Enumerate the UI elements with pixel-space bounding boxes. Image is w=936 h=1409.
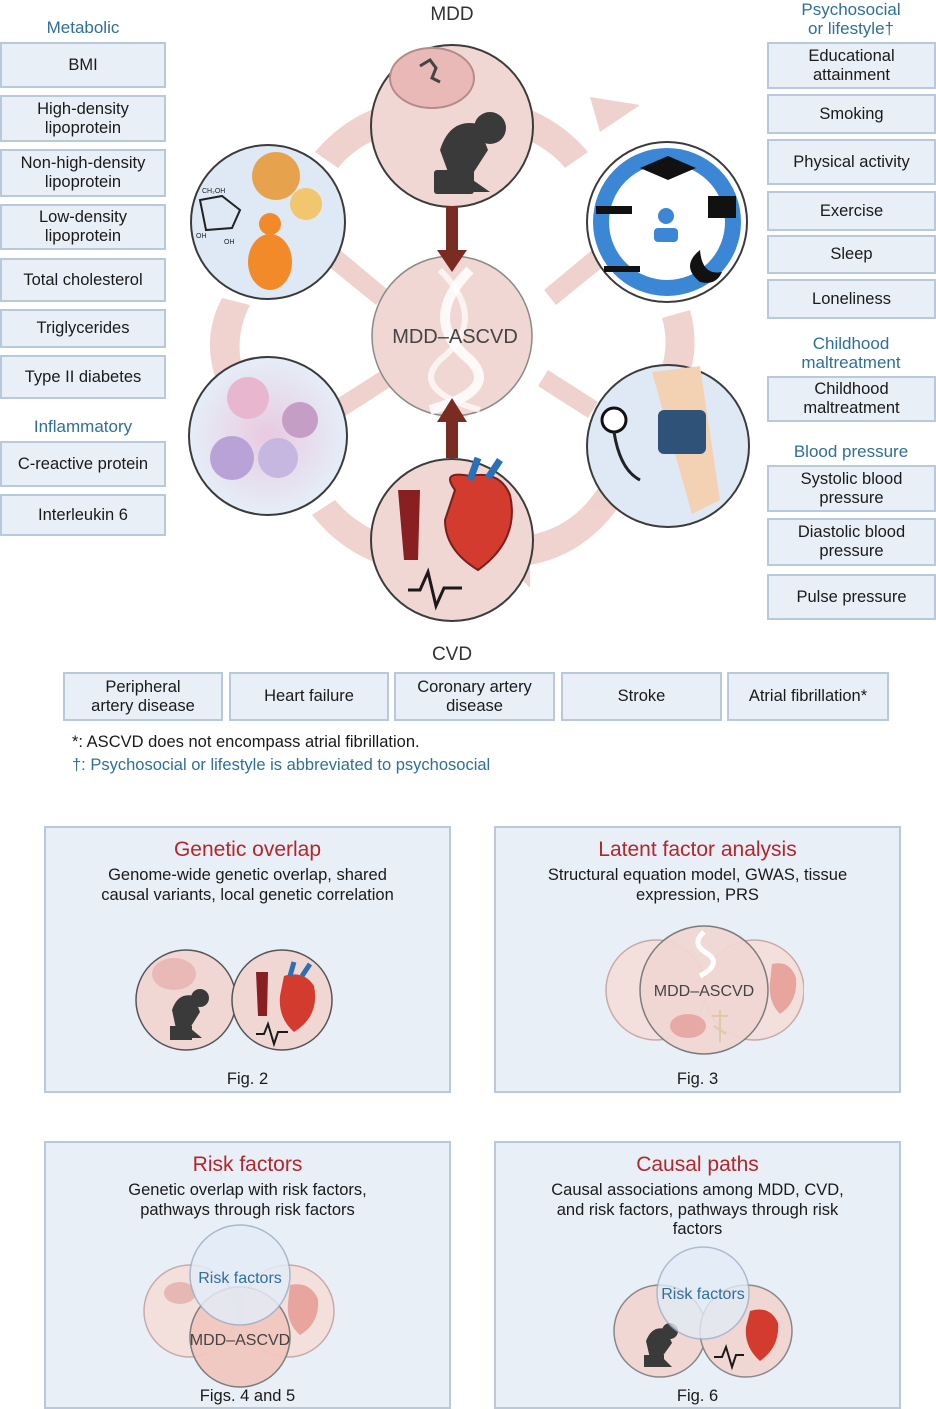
immune-cell-icon — [227, 377, 269, 419]
hub-diagram: CH₂OH OH OH MDD–ASCVD — [188, 44, 750, 622]
factor-crp: C-reactive protein — [0, 441, 166, 487]
factor-physical-activity: Physical activity — [767, 139, 936, 185]
panel-genetic-overlap: Genetic overlap Genome-wide genetic over… — [44, 826, 451, 1093]
inflammatory-header: Inflammatory — [33, 417, 133, 436]
panel-latent-factor: Latent factor analysis Structural equati… — [494, 826, 901, 1093]
artery-icon — [398, 490, 420, 560]
heartbeat-icon — [408, 567, 462, 611]
arrow-cvd-up — [437, 398, 467, 458]
cvd-label: CVD — [431, 644, 473, 665]
user-icon — [658, 208, 674, 224]
panel-fig-ref: Fig. 2 — [226, 1070, 269, 1088]
svg-text:OH: OH — [196, 233, 207, 240]
factor-childhood-maltreatment: Childhood maltreatment — [767, 376, 936, 422]
panel-title: Genetic overlap — [173, 838, 322, 861]
note-dagger: †: Psychosocial or lifestyle is abbrevia… — [72, 756, 491, 774]
speech-icon — [708, 196, 736, 218]
risk-overlay-rf: Risk factors — [198, 1270, 282, 1287]
heart-icon — [279, 974, 316, 1032]
factor-total-cholesterol: Total cholesterol — [0, 258, 166, 302]
factor-pulse-pressure: Pulse pressure — [767, 574, 936, 620]
panel-risk-factors: Risk factors Genetic overlap with risk f… — [44, 1141, 451, 1409]
risk-overlay-mdd: MDD–ASCVD — [190, 1332, 290, 1349]
cvd-atrial-fibrillation: Atrial fibrillation* — [727, 672, 889, 721]
factor-education: Educational attainment — [767, 42, 936, 89]
cvd-circle — [370, 456, 534, 622]
latent-overlay-label: MDD–ASCVD — [654, 983, 754, 1000]
cvd-peripheral-artery: Peripheral artery disease — [63, 672, 223, 721]
panel-subtitle: Causal associations among MDD, CVD, and … — [551, 1181, 844, 1238]
factor-loneliness: Loneliness — [767, 279, 936, 319]
factor-sleep: Sleep — [767, 235, 936, 274]
metabolic-header: Metabolic — [46, 18, 120, 37]
neuron-icon — [712, 1010, 728, 1042]
panel-illustration — [135, 949, 333, 1051]
blood-pressure-circle — [586, 364, 750, 528]
factor-ldl: Low-density lipoprotein — [0, 204, 166, 250]
factor-diastolic-bp: Diastolic blood pressure — [767, 518, 936, 566]
panel-causal-paths: Causal paths Causal associations among M… — [494, 1141, 901, 1409]
factor-hdl: High-density lipoprotein — [0, 95, 166, 142]
moon-icon — [690, 250, 722, 283]
cvd-coronary-artery: Coronary artery disease — [394, 672, 555, 721]
mdd-circle — [370, 44, 534, 208]
dna-icon — [428, 266, 484, 415]
svg-text:CH₂OH: CH₂OH — [202, 188, 225, 195]
heartbeat-icon — [256, 1020, 288, 1048]
fat-cell-icon — [252, 152, 300, 200]
center-label: MDD–ASCVD — [392, 326, 518, 348]
artery-icon — [256, 972, 268, 1016]
factor-il6: Interleukin 6 — [0, 494, 166, 536]
factor-type2-diabetes: Type II diabetes — [0, 355, 166, 399]
factor-triglycerides: Triglycerides — [0, 309, 166, 348]
svg-text:OH: OH — [224, 239, 235, 246]
brain-icon — [152, 958, 196, 990]
panel-illustration: Risk factors — [613, 1246, 793, 1378]
sitting-person-icon — [170, 989, 209, 1040]
panel-title: Risk factors — [192, 1153, 303, 1176]
note-asterisk: *: ASCVD does not encompass atrial fibri… — [72, 733, 420, 751]
heartbeat-icon — [714, 1343, 744, 1371]
panel-fig-ref: Fig. 6 — [676, 1387, 719, 1405]
cigarette-icon — [604, 266, 640, 272]
panel-subtitle: Structural equation model, GWAS, tissue … — [547, 866, 848, 904]
person-icon — [248, 213, 292, 290]
brain-icon — [670, 1014, 706, 1038]
causal-overlay-rf: Risk factors — [661, 1286, 745, 1303]
psychosocial-header: Psychosocial or lifestyle† — [801, 0, 901, 38]
cvd-stroke: Stroke — [561, 672, 722, 721]
panel-illustration: Risk factors MDD–ASCVD — [143, 1224, 335, 1388]
heart-icon — [443, 473, 513, 572]
gauge-icon — [600, 406, 628, 434]
panel-subtitle: Genetic overlap with risk factors, pathw… — [128, 1181, 367, 1219]
arrow-mdd-down — [437, 206, 467, 272]
childhood-header: Childhood maltreatment — [801, 334, 901, 372]
factor-bmi: BMI — [0, 42, 166, 88]
glucose-icon — [198, 194, 242, 232]
dna-icon — [695, 930, 716, 979]
panel-subtitle: Genome-wide genetic overlap, shared caus… — [101, 866, 394, 904]
factor-systolic-bp: Systolic blood pressure — [767, 465, 936, 512]
panel-fig-ref: Fig. 3 — [676, 1070, 719, 1088]
factor-smoking: Smoking — [767, 94, 936, 134]
panel-title: Causal paths — [636, 1153, 759, 1176]
dumbbell-icon — [596, 206, 632, 214]
heart-icon — [745, 1309, 779, 1361]
mdd-ascvd-circle — [371, 255, 533, 417]
sitting-person-icon — [434, 112, 506, 194]
panel-illustration: MDD–ASCVD — [605, 925, 804, 1055]
graduation-cap-icon — [640, 156, 696, 180]
factor-exercise: Exercise — [767, 191, 936, 231]
blood-pressure-header: Blood pressure — [793, 442, 909, 461]
metabolic-circle: CH₂OH OH OH — [190, 144, 346, 300]
factor-non-hdl: Non-high-density lipoprotein — [0, 149, 166, 197]
psychosocial-circle — [586, 141, 748, 303]
mdd-label: MDD — [430, 4, 474, 25]
panel-fig-ref: Figs. 4 and 5 — [199, 1387, 296, 1405]
inflammatory-circle — [188, 356, 348, 516]
panel-title: Latent factor analysis — [598, 838, 797, 861]
cuff-icon — [658, 410, 706, 454]
cvd-heart-failure: Heart failure — [229, 672, 389, 721]
